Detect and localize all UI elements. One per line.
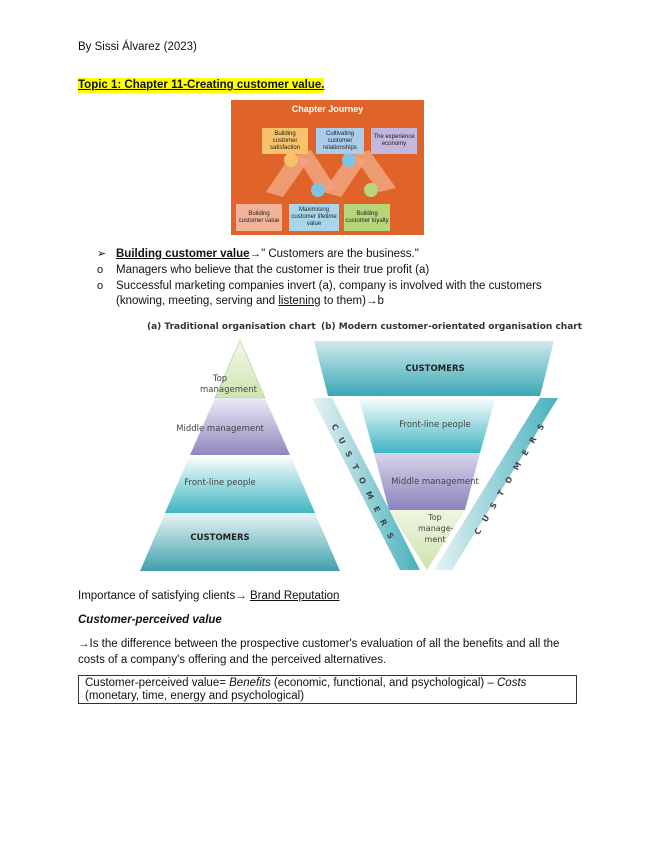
bullet-item-2-text: (knowing, meeting, serving and — [116, 295, 279, 307]
modern-top-management-tier — [389, 510, 465, 570]
journey-box-value: Building customer value — [236, 204, 282, 231]
journey-title: Chapter Journey — [291, 104, 364, 114]
modern-top-management-label: Top manage-ment — [418, 513, 454, 544]
bullet-item-2-line-1: Successful marketing companies invert (a… — [116, 280, 542, 292]
formula-box: Customer-perceived value= Benefits (econ… — [78, 675, 577, 704]
journey-box-experience: The experience economy — [371, 128, 417, 154]
modern-customers-tier — [314, 341, 554, 396]
right-customers-band — [434, 398, 558, 570]
trad-top-management-label: Top management — [200, 374, 257, 395]
circle-bullet-icon: o — [97, 280, 104, 292]
building-customer-value-link: Building customer value — [116, 248, 250, 260]
modern-front-line-label: Front-line people — [399, 420, 471, 430]
journey-arrows-graphic — [266, 150, 396, 197]
formula-line-2: (monetary, time, energy and psychologica… — [85, 690, 305, 702]
front-line-tier — [165, 455, 315, 513]
journey-box-relationships: Cultivating customer relationships — [316, 128, 364, 154]
modern-inverted-pyramid — [312, 341, 558, 570]
modern-chart-title: (b) Modern customer-orientated organisat… — [321, 322, 583, 332]
modern-front-line-tier — [358, 396, 496, 453]
definition-line-1: →Is the difference between the prospecti… — [78, 638, 560, 650]
customers-tier — [140, 513, 340, 571]
traditional-chart-title: (a) Traditional organisation chart — [147, 322, 316, 332]
formula-benefits: Benefits — [229, 677, 271, 689]
bullet-item-1: Managers who believe that the customer i… — [116, 264, 430, 276]
trad-middle-management-label: Middle management — [176, 424, 264, 434]
listening-underlined: listening — [278, 295, 321, 307]
modern-customers-label: CUSTOMERS — [405, 364, 465, 374]
arrow-bullet-icon: ➢ — [97, 248, 107, 260]
brand-reputation-underlined: Brand Reputation — [249, 590, 340, 602]
importance-line: Importance of satisfying clients→ Brand … — [78, 589, 339, 604]
journey-box-lifetime-value: Maximising customer lifetime value — [289, 204, 339, 231]
journey-box-loyalty: Building customer loyalty — [344, 204, 390, 231]
formula-middle: (economic, functional, and psychological… — [270, 677, 497, 689]
journey-box-satisfaction: Building customer satisfaction — [262, 128, 308, 154]
chapter-journey-figure: Chapter Journey Building customer satisf… — [231, 100, 424, 235]
bullet-item-2-tail: to them)→b — [320, 295, 384, 307]
middle-management-tier — [190, 398, 290, 455]
definition-line-2: costs of a company's offering and the pe… — [78, 654, 387, 666]
author-line: By Sissi Álvarez (2023) — [78, 41, 197, 53]
circle-bullet-icon: o — [97, 264, 104, 276]
left-customers-band — [312, 398, 420, 570]
trad-front-line-label: Front-line people — [184, 478, 256, 488]
bullet-heading-rest: →" Customers are the business." — [249, 248, 419, 260]
topic-title: Topic 1: Chapter 11-Creating customer va… — [78, 78, 325, 93]
bullet-item-2-line-2: (knowing, meeting, serving and listening… — [116, 294, 384, 309]
trad-customers-label: CUSTOMERS — [190, 533, 250, 543]
formula-prefix: Customer-perceived value= — [85, 677, 230, 689]
modern-middle-management-label: Middle management — [391, 477, 479, 487]
modern-middle-management-tier — [374, 453, 480, 510]
bullet-heading: Building customer value→" Customers are … — [116, 247, 419, 262]
importance-text: Importance of satisfying clients→ — [78, 590, 250, 602]
formula-line-1: Customer-perceived value= Benefits (econ… — [85, 677, 570, 690]
formula-costs: Costs — [497, 677, 527, 689]
cpv-heading: Customer-perceived value — [78, 614, 222, 626]
traditional-pyramid — [140, 339, 340, 571]
